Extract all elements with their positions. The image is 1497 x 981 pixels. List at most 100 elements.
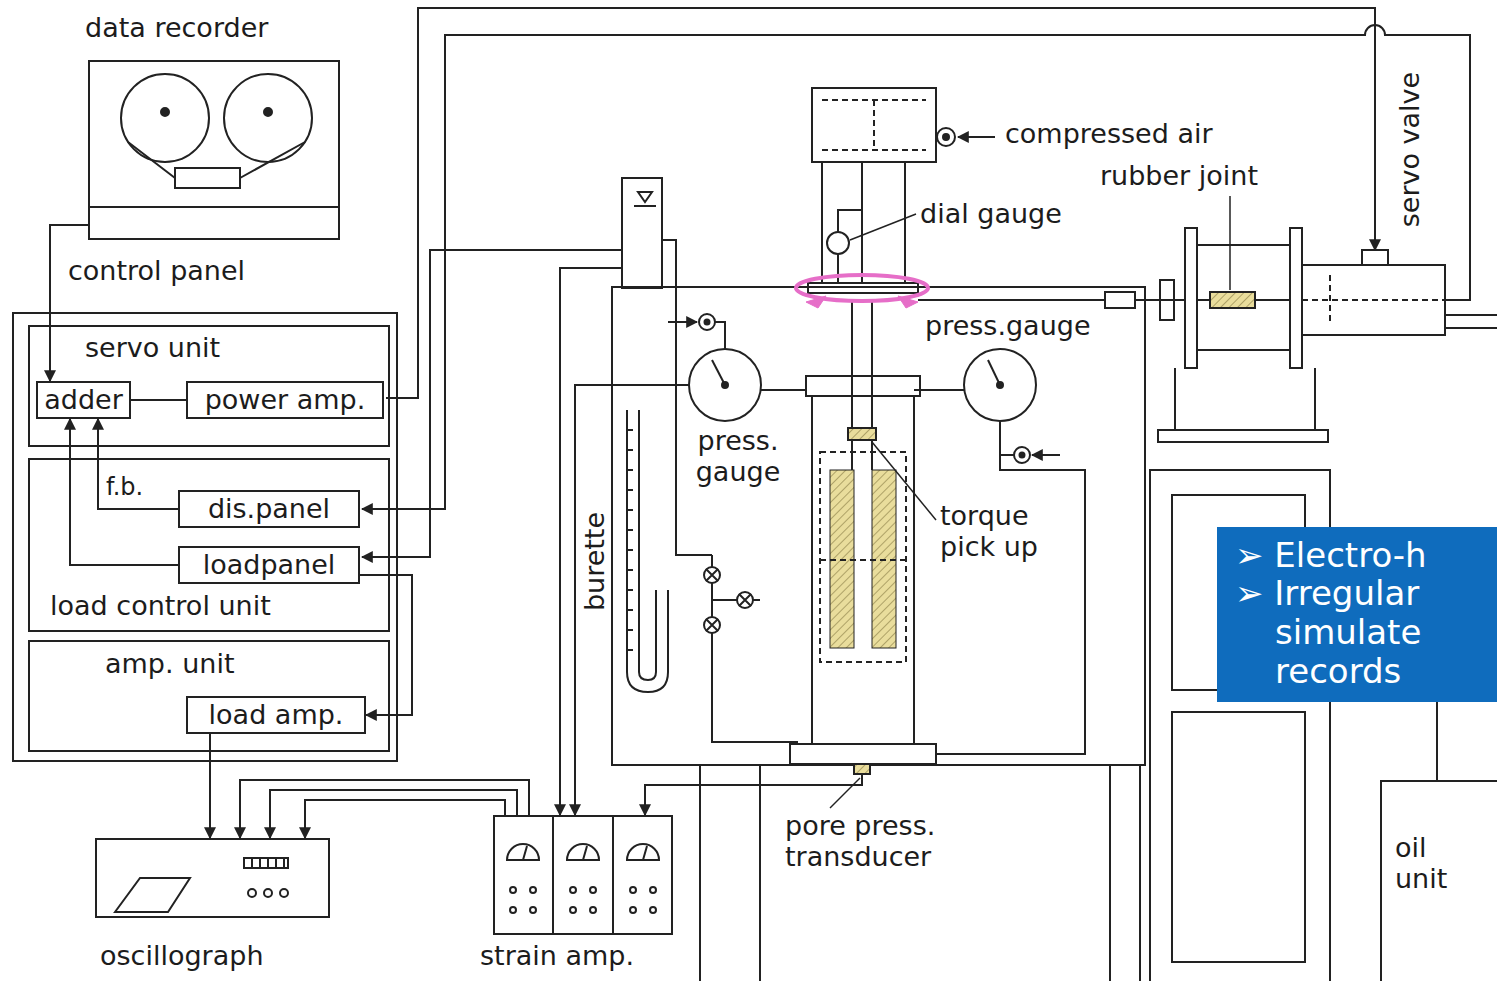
node-text: ➢ Electro-h [1235,536,1465,575]
tape-reels [121,74,209,162]
pressure-gauge [988,360,1000,385]
rotation-arrow [796,275,928,308]
signal-connector [209,734,211,838]
signal-connector [50,225,88,381]
pressure-gauge [668,321,697,323]
dis-panel-box: dis.panel [178,490,360,528]
adder-box: adder [36,381,131,419]
node-text: power amp. [205,384,366,415]
strain-amp-panels [507,844,539,860]
torsion-loader [1302,275,1445,325]
torsion-loader [1158,430,1328,442]
strain-amp-panels [507,815,659,935]
torsion-loader [1175,368,1315,430]
triaxial-cell [852,300,872,470]
note-box: ➢ Electro-h➢ Irregular simulate records [1217,527,1497,702]
air-cylinder [812,88,936,162]
triaxial-cell [790,744,936,764]
strain-amp-box: strain amp. [493,815,673,935]
part-label: press. gauge [683,425,793,487]
air-cylinder [827,232,849,254]
node-text: servo unit [85,332,220,363]
pressure-gauge [1032,454,1060,456]
tape-reels [161,108,169,116]
drainage-valves [712,555,798,742]
burette-tube [627,410,668,692]
node-text: loadpanel [203,549,336,580]
strain-amp-panels [650,907,656,913]
pressure-gauge [914,390,1085,754]
triaxial-cell [790,300,936,774]
leader-lines [872,442,936,520]
triaxial-cell [854,764,870,774]
rotation-arrow [806,296,918,308]
leader-lines [1229,196,1231,290]
oil-unit-box: oil unit [1380,780,1497,981]
part-label: torque pick up [940,500,1065,562]
air-cylinder [808,283,918,293]
power-amp-box: power amp. [186,381,384,419]
pressure-gauge [668,314,1085,754]
node-text: oil unit [1395,832,1475,894]
triaxial-cell [848,428,876,440]
pressure-gauge [705,320,710,325]
tape-reels [264,108,272,116]
test-frame [700,765,1140,981]
torsion-loader [1302,265,1445,335]
signal-connector [70,419,178,565]
edge-label: f.b. [106,474,143,502]
signal-connector [305,800,505,838]
signal-wires [386,8,1375,398]
torsion-loader [1160,280,1174,320]
node-text: load amp. [209,699,344,730]
air-cylinder [958,136,995,138]
pressure-gauge [1014,447,1030,463]
load-amp-box: load amp. [186,696,366,734]
strain-amp-panels [570,887,576,893]
signal-wires [645,768,862,815]
node-text: oscillograph [100,940,264,971]
strain-amp-panels [590,887,596,893]
water-tank [662,240,712,555]
air-cylinder [808,88,995,293]
burette-tube [627,410,668,692]
strain-amp-panels [590,907,596,913]
oscillograph-details [248,889,256,897]
triaxial-cell [820,559,906,561]
part-label: rubber joint [1100,160,1258,191]
torsion-loader [1172,712,1305,962]
strain-amp-panels [530,887,536,893]
torsion-loader [1362,250,1388,265]
strain-amp-panels [627,844,659,860]
amp-unit: amp. unitload amp. [28,640,390,752]
oscillograph-details [244,858,288,868]
node-text: data recorder [85,12,268,43]
node-text: strain amp. [480,940,634,971]
leader-lines [850,214,916,240]
signal-wires [575,385,689,815]
triaxial-cell [812,396,914,744]
signal-wires [362,25,1470,509]
torsion-loader [1197,245,1290,350]
water-tank [634,192,656,206]
part-label: press.gauge [925,310,1091,341]
air-cylinder [943,134,949,140]
strain-amp-panels [510,887,516,893]
strain-amp-panels [530,907,536,913]
strain-amp-panels [567,844,599,860]
torsion-loader [1290,228,1302,368]
signal-connector [98,419,178,509]
oscillograph-details [264,889,272,897]
pressure-gauge [1020,453,1025,458]
signal-connector [270,790,517,838]
tape-reels [128,142,305,178]
signal-connector [240,780,529,838]
strain-amp-panels [650,887,656,893]
oscillograph-details [280,889,288,897]
leader-lines [830,778,860,808]
strain-amp-panels [553,815,613,935]
water-tank [622,178,662,288]
recorder-box: data recorder [88,60,340,240]
water-tank [622,178,712,555]
drainage-valves [704,555,798,742]
